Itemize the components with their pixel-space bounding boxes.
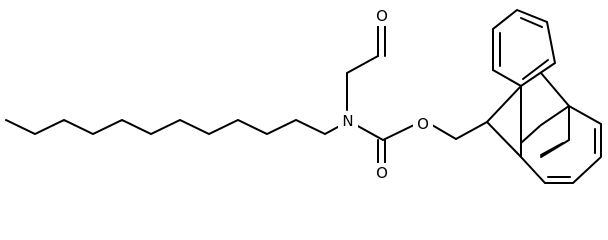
aldehyde-oxygen-label: O <box>376 7 388 25</box>
chemical-structure: O N O O <box>5 6 602 184</box>
carbonyl-oxygen-label: O <box>376 164 388 182</box>
carbamate-group <box>355 121 488 166</box>
fluorenyl-group <box>485 8 602 184</box>
upper-ring-inner-3 <box>522 59 549 80</box>
chain-bonds <box>5 118 348 136</box>
decyl-chain <box>5 118 348 136</box>
acetaldehyde-arm <box>346 23 386 111</box>
ester-oxygen-label: O <box>417 115 429 133</box>
five-ring-bonds <box>485 85 522 158</box>
nitrogen-label: N <box>342 112 353 130</box>
biaryl-bond <box>540 72 570 107</box>
upper-ring-inner-2 <box>520 17 543 28</box>
upper-benzene-ring <box>492 8 557 88</box>
lower-ring-inner-3 <box>540 142 564 156</box>
n-carbonyl-bond <box>355 124 384 141</box>
lower-benzene-ring <box>520 104 602 184</box>
ch2-cho-bond <box>346 55 379 74</box>
ester-o-ch2-bond <box>431 124 457 140</box>
ch2-c9-bond <box>455 121 488 140</box>
carbonyl-ester-o-bond <box>382 124 415 141</box>
